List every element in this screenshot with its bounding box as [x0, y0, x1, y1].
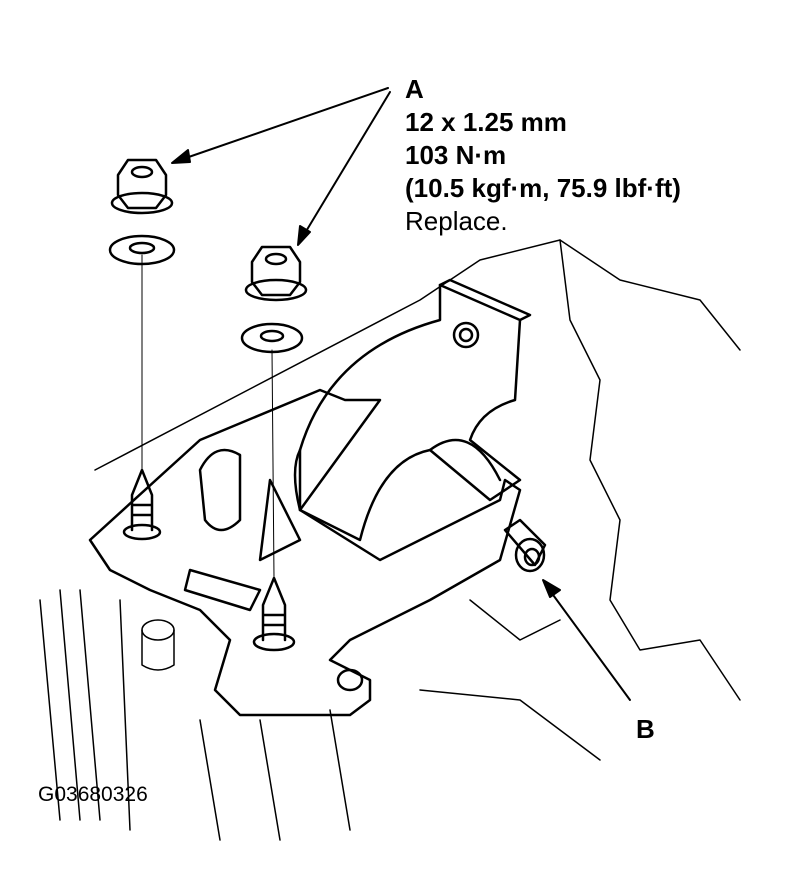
- replace-note: Replace.: [405, 206, 508, 236]
- transmission-housing: [39, 239, 741, 841]
- torque-alt: (10.5 kgf·m, 75.9 lbf·ft): [405, 173, 681, 203]
- nut-size: 12 x 1.25 mm: [405, 107, 567, 137]
- torque-nm: 103 N·m: [405, 140, 507, 170]
- flange-nut-right: [244, 245, 308, 302]
- figure-id: G03680326: [38, 783, 148, 806]
- callout-a: A 12 x 1.25 mm 103 N·m (10.5 kgf·m, 75.9…: [405, 76, 681, 241]
- callout-b-letter: B: [636, 714, 655, 744]
- flange-nut-left: [110, 158, 174, 215]
- washer-right: [240, 322, 304, 354]
- leader-arrows: [171, 87, 631, 701]
- alignment-lines: [141, 254, 275, 579]
- mount-bracket: [88, 388, 522, 717]
- mount-body: [293, 278, 532, 542]
- bolt-b: [503, 518, 547, 573]
- washer-left: [108, 234, 176, 266]
- callout-a-letter: A: [405, 74, 424, 104]
